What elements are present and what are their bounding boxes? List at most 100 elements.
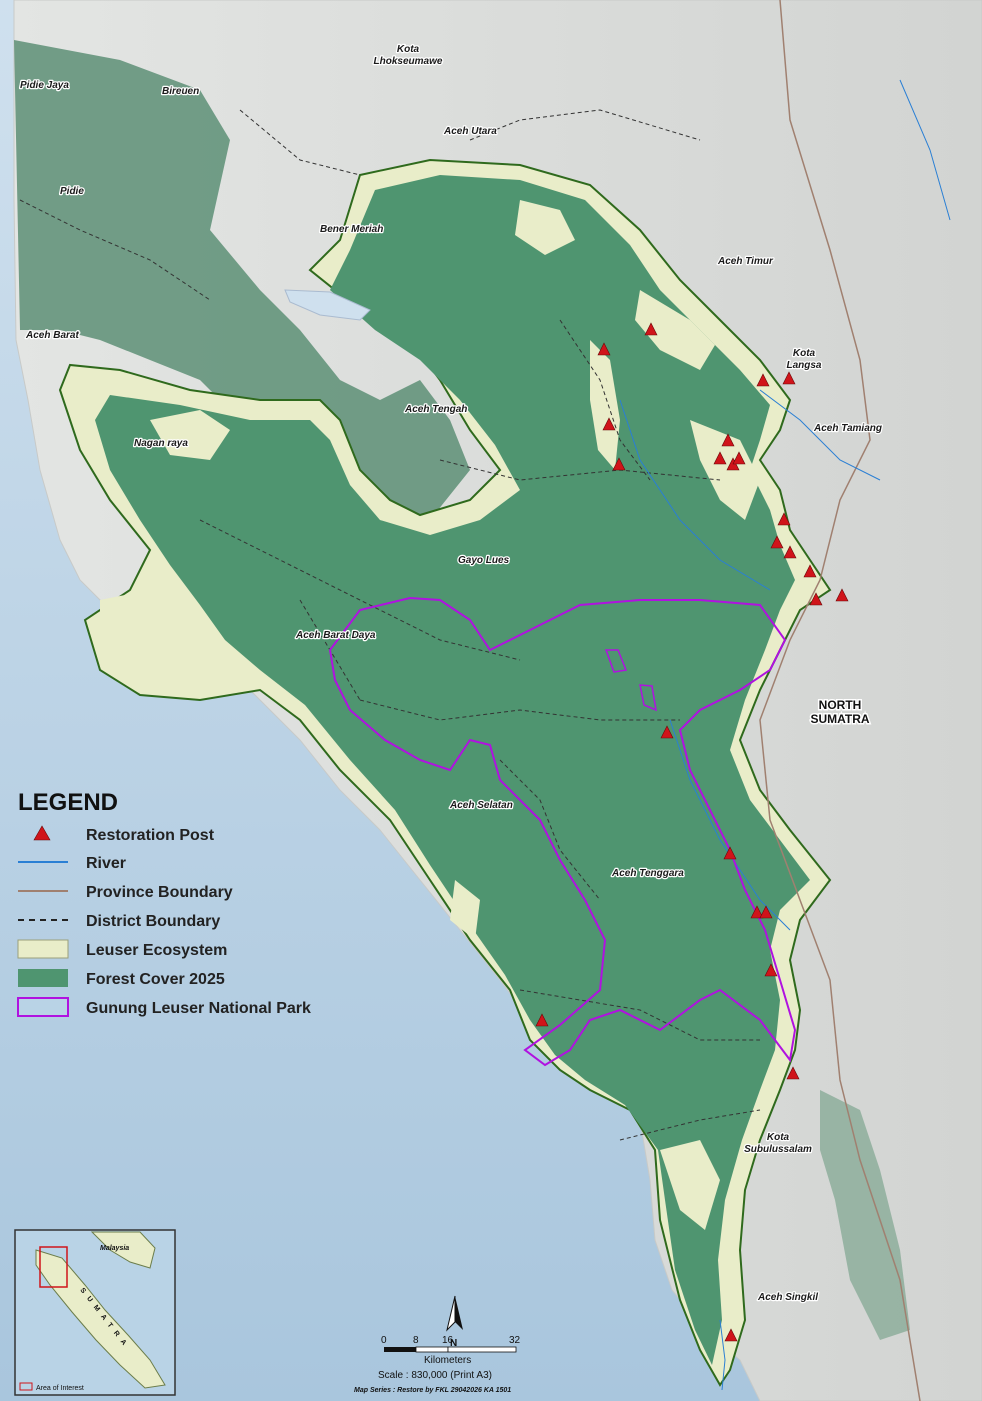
province-boundary-line [759, 0, 921, 1401]
region-label-line: NORTH [819, 698, 862, 712]
clearing [690, 420, 760, 520]
rivers [619, 79, 951, 1391]
map-series-text: Map Series : Restore by FKL 29042026 KA … [354, 1387, 511, 1394]
region-label-line: Aceh Tamiang [813, 423, 882, 434]
restoration-post-marker [803, 564, 817, 578]
national-park-enclave [604, 649, 628, 673]
restoration-post-marker [770, 535, 784, 549]
region-label-line: Aceh Barat Daya [295, 630, 376, 641]
region-label-line: Kota [793, 348, 816, 359]
restoration-post-marker [782, 371, 796, 385]
region-label-gayo-lues: Gayo Lues [458, 555, 510, 566]
region-label-line: Subulussalam [744, 1144, 812, 1155]
national-park-boundary [328, 596, 797, 1067]
region-label-line: Aceh Tenggara [611, 868, 684, 879]
restoration-post-marker [713, 451, 727, 465]
restoration-post-marker [786, 1066, 800, 1080]
region-label-line: Pidie [60, 186, 84, 197]
region-label-pidie-jaya: Pidie Jaya [20, 80, 69, 91]
north-arrow-glyph-dark [455, 1296, 463, 1330]
legend-leuser-ecosystem-label: Leuser Ecosystem [86, 942, 227, 959]
clearing [100, 590, 230, 690]
scale-text: Scale : 830,000 (Print A3) [378, 1370, 492, 1381]
region-label-bireuen: Bireuen [162, 86, 199, 97]
scale-seg-2 [415, 1346, 449, 1353]
legend-national-park-symbol [17, 997, 69, 1017]
region-label-line: Aceh Singkil [757, 1292, 818, 1303]
restoration-post-marker [721, 433, 735, 447]
region-label-line: Langsa [786, 360, 821, 371]
scale-tick-32: 32 [509, 1335, 521, 1346]
scale-units: Kilometers [424, 1355, 471, 1366]
restoration-post-marker [764, 963, 778, 977]
region-label-aceh-barat-daya: Aceh Barat Daya [295, 630, 376, 641]
highland-forest [14, 40, 470, 540]
region-label-line: Bireuen [162, 86, 199, 97]
region-label-aceh-tenggara: Aceh Tenggara [611, 868, 684, 879]
region-label-line: Kota [767, 1132, 790, 1143]
region-label-aceh-selatan: Aceh Selatan [449, 800, 513, 811]
scale-seg-3 [447, 1346, 517, 1353]
region-label-line: Aceh Utara [443, 126, 497, 137]
restoration-post-marker [660, 725, 674, 739]
legend-province-boundary-label: Province Boundary [86, 884, 233, 901]
legend-restoration-post-symbol [33, 825, 51, 841]
legend-leuser-ecosystem-symbol [17, 939, 69, 959]
restoration-post-marker [809, 592, 823, 606]
scale-bar: N 0 8 16 32 Kilometers Scale : 830,000 (… [354, 1295, 521, 1394]
region-label-line: SUMATRA [810, 712, 869, 726]
legend-title: LEGEND [18, 789, 118, 816]
restoration-post-marker [535, 1013, 549, 1027]
restoration-post-marker [612, 457, 626, 471]
inset-sumatra [35, 1249, 166, 1389]
region-label-line: Nagan raya [134, 438, 188, 449]
restoration-post-marker [732, 451, 746, 465]
inset-legend-symbol [19, 1382, 33, 1391]
national-park-enclave [639, 684, 657, 712]
inset-map: Malaysia SUMATRA Area of Interest [14, 1229, 176, 1396]
inset-area-of-interest [39, 1246, 68, 1288]
restoration-post-marker [644, 322, 658, 336]
region-label-aceh-timur: Aceh Timur [717, 256, 774, 267]
region-label-line: Aceh Selatan [449, 800, 513, 811]
legend: LEGEND Restoration Post River Province B… [17, 789, 311, 1017]
inset-legend-label: Area of Interest [36, 1385, 84, 1392]
clearing [635, 290, 715, 370]
region-label-line: Gayo Lues [458, 555, 510, 566]
legend-forest-cover-label: Forest Cover 2025 [86, 971, 225, 988]
region-label-line: Lhokseumawe [374, 56, 443, 67]
region-label-line: Aceh Tengah [404, 404, 467, 415]
inset-malaysia-label: Malaysia [100, 1245, 129, 1252]
district-boundaries [19, 109, 761, 1141]
clearing [660, 1140, 720, 1230]
clearing [515, 200, 575, 255]
restoration-post-marker [750, 905, 764, 919]
clearing [590, 340, 620, 470]
region-label-line: Pidie Jaya [20, 80, 69, 91]
region-label-nagan-raya: Nagan raya [134, 438, 188, 449]
restoration-post-marker [759, 905, 773, 919]
lake-laut-tawar [284, 289, 371, 321]
inset-malaysia [90, 1231, 156, 1269]
north-label: N [450, 1338, 457, 1349]
region-label-pidie: Pidie [60, 186, 84, 197]
region-label-line: Aceh Barat [25, 330, 79, 341]
restoration-post-marker [597, 342, 611, 356]
clearing [450, 880, 480, 940]
scale-seg-1 [384, 1347, 416, 1352]
region-label-aceh-utara: Aceh Utara [443, 126, 497, 137]
scale-tick-16: 16 [442, 1335, 454, 1346]
restoration-post-marker [783, 545, 797, 559]
restoration-post-marker [723, 846, 737, 860]
legend-national-park-label: Gunung Leuser National Park [86, 1000, 311, 1017]
scale-tick-8: 8 [413, 1335, 419, 1346]
legend-district-boundary-label: District Boundary [86, 913, 220, 930]
region-label-bener-meriah: Bener Meriah [320, 224, 383, 235]
scale-tick-0: 0 [381, 1335, 387, 1346]
